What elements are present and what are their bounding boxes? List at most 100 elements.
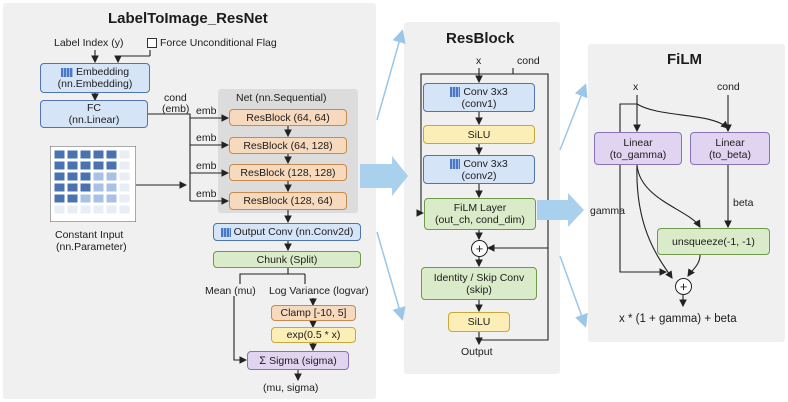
conv2-label: Conv 3x3 <box>463 157 508 170</box>
grid-cell <box>118 149 131 160</box>
emb-label-3: emb <box>196 160 217 172</box>
grid-cell <box>66 204 79 215</box>
label-index-text: Label Index (y) <box>54 37 124 49</box>
sigma-icon: Σ <box>259 354 267 367</box>
film-add-icon: + <box>675 278 692 295</box>
film-formula: x * (1 + gamma) + beta <box>619 313 737 325</box>
grid-cell <box>66 160 79 171</box>
clamp-label: Clamp [-10, 5] <box>280 307 347 319</box>
unsqueeze-box: unsqueeze(-1, -1) <box>657 228 770 255</box>
grid-cell <box>79 149 92 160</box>
grid-icon <box>450 86 461 97</box>
logvar-label: Log Variance (logvar) <box>269 285 369 297</box>
film-add-symbol: + <box>679 279 688 294</box>
conv1-label: Conv 3x3 <box>463 85 508 98</box>
clamp-box: Clamp [-10, 5] <box>271 305 356 321</box>
output-conv-box: Output Conv (nn.Conv2d) <box>213 223 361 241</box>
silu-1-label: SiLU <box>467 128 491 141</box>
skip-box: Identity / Skip Conv (skip) <box>421 267 537 300</box>
conv2-sub: (conv2) <box>461 169 497 182</box>
grid-cell <box>105 171 118 182</box>
resblock-2: ResBlock (64, 128) <box>229 137 347 154</box>
constant-input-sub: (nn.Parameter) <box>56 241 127 253</box>
grid-cell <box>105 204 118 215</box>
exp-box: exp(0.5 * x) <box>271 327 356 343</box>
grid-cell <box>118 171 131 182</box>
resblock-1: ResBlock (64, 64) <box>229 109 347 126</box>
conv1-box: Conv 3x3 (conv1) <box>423 83 535 112</box>
checkbox-icon <box>147 38 157 48</box>
resblock-2-label: ResBlock (64, 128) <box>243 139 333 152</box>
film-layer-box: FiLM Layer (out_ch, cond_dim) <box>424 198 536 230</box>
grid-cell <box>92 182 105 193</box>
grid-cell <box>92 193 105 204</box>
grid-cell <box>105 160 118 171</box>
fc-box: FC (nn.Linear) <box>40 100 148 128</box>
grid-cell <box>53 182 66 193</box>
expand-arrow-2 <box>537 193 584 227</box>
panel2-title: ResBlock <box>446 30 515 47</box>
to-gamma-label: Linear <box>623 136 653 149</box>
emb-label-4: emb <box>196 188 217 200</box>
resblock-output-label: Output <box>461 346 493 358</box>
expand-arrow-1 <box>360 156 408 196</box>
grid-cell <box>92 204 105 215</box>
resblock-add-icon: + <box>471 240 488 257</box>
grid-cell <box>105 193 118 204</box>
emb-label-2: emb <box>196 132 217 144</box>
grid-cell <box>79 204 92 215</box>
silu-1-box: SiLU <box>423 125 535 144</box>
output-label: (mu, sigma) <box>263 382 319 394</box>
grid-cell <box>79 160 92 171</box>
constant-input-label: Constant Input <box>55 229 124 241</box>
gamma-label: gamma <box>590 205 626 217</box>
exp-label: exp(0.5 * x) <box>286 329 341 341</box>
grid-cell <box>53 171 66 182</box>
grid-cell <box>118 193 131 204</box>
to-beta-label: Linear <box>715 136 745 149</box>
resblock-4-label: ResBlock (128, 64) <box>243 195 333 207</box>
to-gamma-box: Linear (to_gamma) <box>594 132 682 165</box>
grid-cell <box>118 182 131 193</box>
resblock-3: ResBlock (128, 128) <box>229 164 347 181</box>
grid-cell <box>79 193 92 204</box>
grid-icon <box>220 227 231 237</box>
silu-2-box: SiLU <box>448 312 510 332</box>
grid-cell <box>66 182 79 193</box>
grid-cell <box>66 193 79 204</box>
sigma-label: Sigma (sigma) <box>269 354 337 367</box>
grid-cell <box>92 149 105 160</box>
embedding-sub: (nn.Embedding) <box>57 78 133 90</box>
conv1-sub: (conv1) <box>461 97 497 110</box>
grid-cell <box>79 171 92 182</box>
grid-cell <box>66 149 79 160</box>
mean-label: Mean (mu) <box>205 285 256 297</box>
chunk-box: Chunk (Split) <box>213 251 361 268</box>
fc-label: FC <box>87 102 101 114</box>
skip-sub: (skip) <box>466 283 492 296</box>
resblock-3-label: ResBlock (128, 128) <box>240 166 336 179</box>
force-flag-text: Force Unconditional Flag <box>160 37 277 49</box>
grid-cell <box>105 182 118 193</box>
resblock-4: ResBlock (128, 64) <box>229 192 347 210</box>
panel1-title: LabelToImage_ResNet <box>108 10 268 27</box>
silu-2-label: SiLU <box>467 316 491 328</box>
resblock-add-symbol: + <box>475 241 484 256</box>
to-beta-sub: (to_beta) <box>708 148 752 161</box>
fc-sub: (nn.Linear) <box>68 114 120 126</box>
embedding-label: Embedding <box>75 66 130 78</box>
emb-label-1: emb <box>196 105 217 117</box>
chunk-label: Chunk (Split) <box>256 253 318 266</box>
film-x-label: x <box>633 81 639 93</box>
grid-cell <box>118 204 131 215</box>
embedding-box: Embedding (nn.Embedding) <box>40 63 150 93</box>
film-cond-label: cond <box>717 81 740 93</box>
net-title: Net (nn.Sequential) <box>236 92 327 104</box>
resblock-cond-label: cond <box>517 55 540 67</box>
resblock-1-label: ResBlock (64, 64) <box>246 111 330 124</box>
grid-cell <box>53 193 66 204</box>
panel3-title: FiLM <box>667 51 702 68</box>
constant-input-grid-icon <box>50 146 136 222</box>
